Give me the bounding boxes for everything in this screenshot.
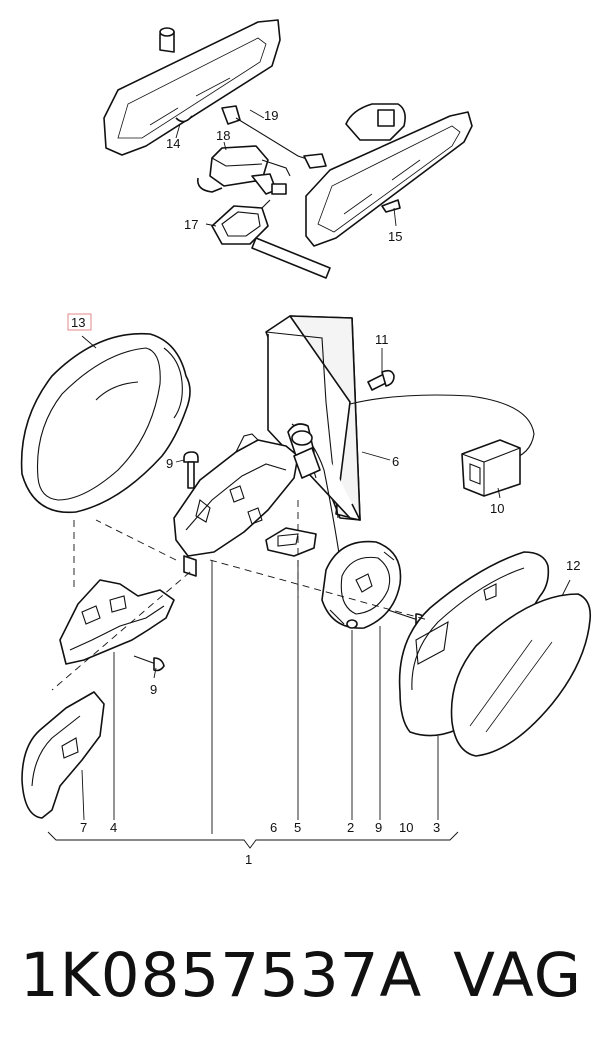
mirror-glass-carrier-3 (398, 551, 550, 737)
screw-9-left (133, 655, 165, 672)
mirror-glass-12 (450, 593, 592, 757)
callout-12: 12 (566, 558, 580, 573)
rain-sensor-18 (196, 145, 291, 195)
callout-15: 15 (388, 229, 402, 244)
callout-9-top: 9 (166, 456, 173, 471)
interior-mirror-15 (305, 103, 473, 247)
assembly-bracket (47, 831, 459, 849)
bottom-label-2: 2 (347, 820, 354, 835)
brand-name: VAG (453, 939, 582, 1011)
base-gasket-6 (265, 315, 361, 521)
clip-5 (265, 527, 317, 557)
callout-19: 19 (264, 108, 278, 123)
bottom-label-10: 10 (399, 820, 413, 835)
callout-18: 18 (216, 128, 230, 143)
assembly-line-2 (95, 519, 177, 561)
callout-9-left: 9 (150, 682, 157, 697)
callout-6-right: 6 (392, 454, 399, 469)
assembly-line-4 (51, 571, 191, 691)
connector-10 (461, 439, 521, 497)
leader-lines (81, 109, 571, 834)
interior-mirror-14 (103, 19, 281, 156)
mirror-bracket (173, 423, 321, 577)
motor-2 (321, 540, 402, 629)
bottom-label-4: 4 (110, 820, 117, 835)
bolt-11 (367, 369, 395, 391)
footer: 1K0857537A VAG (0, 925, 600, 1025)
cap-4 (59, 579, 175, 665)
bottom-label-3: 3 (433, 820, 440, 835)
assembly-label-1: 1 (245, 852, 252, 867)
callout-13: 13 (71, 315, 85, 330)
bolt-9-top (183, 451, 199, 489)
bottom-label-5: 5 (294, 820, 301, 835)
callout-10-right: 10 (490, 501, 504, 516)
callout-14: 14 (166, 136, 180, 151)
callout-11: 11 (375, 332, 389, 347)
bottom-label-6: 6 (270, 820, 277, 835)
cover-17 (211, 199, 331, 279)
trim-7 (21, 691, 105, 819)
bottom-label-7: 7 (80, 820, 87, 835)
assembly-line-3 (209, 559, 429, 621)
exploded-parts-diagram: 14 18 19 17 15 13 11 9 6 10 12 9 7 4 6 5… (20, 19, 592, 867)
callout-17: 17 (184, 217, 198, 232)
callout-13-highlight (67, 313, 92, 331)
wiring-harness-19 (221, 105, 327, 169)
mirror-housing-13 (20, 332, 191, 514)
bottom-label-9: 9 (375, 820, 382, 835)
part-number: 1K0857537A (20, 939, 423, 1011)
